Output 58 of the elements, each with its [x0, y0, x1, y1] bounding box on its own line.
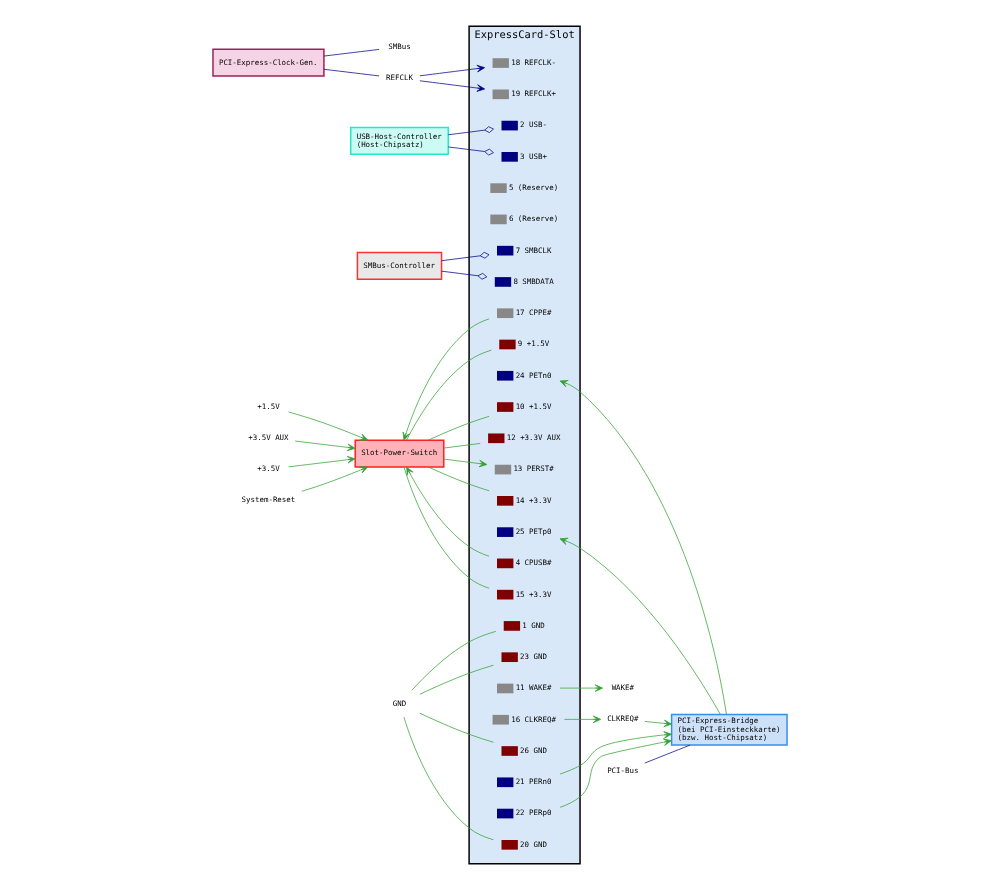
connector	[411, 631, 497, 691]
node-box	[501, 840, 518, 850]
node-box	[497, 496, 514, 506]
node-box	[497, 589, 514, 600]
connector	[419, 712, 494, 743]
node-box	[497, 402, 514, 412]
arrow	[644, 719, 672, 728]
node-box	[494, 277, 512, 287]
arrow	[419, 64, 485, 77]
connector	[443, 443, 481, 449]
node-box	[490, 214, 507, 225]
connector	[448, 146, 494, 156]
arrow	[559, 380, 727, 715]
arrow	[559, 731, 672, 775]
arrow	[443, 458, 488, 468]
node-box	[501, 746, 518, 756]
connector	[428, 415, 490, 441]
arrow	[406, 466, 490, 557]
connector	[323, 49, 380, 57]
node-box	[497, 683, 514, 694]
arrow	[564, 715, 602, 724]
node-box	[497, 808, 514, 819]
connector	[441, 251, 490, 262]
arrow	[288, 411, 369, 441]
connector	[403, 716, 494, 841]
arrow	[402, 318, 490, 441]
node-box	[497, 370, 514, 381]
node-box	[492, 714, 509, 725]
node-box	[501, 652, 518, 663]
connector	[644, 744, 691, 764]
node-box	[492, 89, 509, 100]
node-box	[497, 527, 514, 537]
arrow	[559, 537, 721, 715]
arrow	[301, 466, 369, 492]
node-box	[497, 558, 514, 569]
node-box	[494, 464, 512, 475]
node-box	[497, 245, 514, 256]
connector	[403, 466, 490, 589]
node-box	[492, 58, 509, 68]
connector	[448, 126, 494, 136]
node-box	[501, 120, 518, 131]
connector	[428, 466, 490, 492]
connector	[323, 68, 380, 77]
node-box	[499, 339, 516, 350]
node-box	[497, 777, 514, 788]
node-box	[488, 433, 505, 444]
arrow	[419, 80, 485, 92]
arrow	[559, 738, 672, 808]
arrow	[559, 684, 603, 692]
node-box	[501, 152, 518, 162]
arrow	[288, 456, 356, 468]
node-box	[503, 621, 521, 631]
arrow	[294, 440, 356, 452]
node-box	[490, 183, 507, 193]
node-box	[497, 308, 514, 319]
connector	[419, 664, 494, 695]
connector	[406, 349, 492, 441]
connector	[441, 270, 488, 280]
